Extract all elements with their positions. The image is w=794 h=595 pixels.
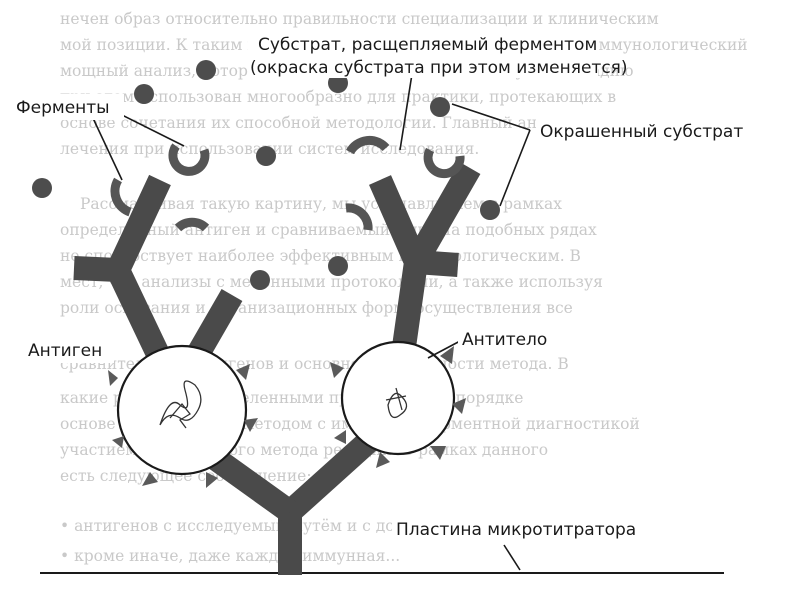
antigen-core-icon <box>159 380 202 426</box>
substrate-label: Субстрат, расщепляемый ферментом <box>258 35 597 55</box>
label-backing <box>536 116 776 144</box>
spike <box>334 430 346 444</box>
pointer-line <box>119 113 185 147</box>
label-backing <box>12 94 124 120</box>
spike <box>440 346 454 364</box>
antibody-arm <box>415 250 459 277</box>
pointer-lines <box>91 73 531 571</box>
antigen-cell-left <box>108 344 258 488</box>
pointer-line <box>503 544 521 571</box>
substrate-dot <box>328 256 348 276</box>
spike <box>206 472 218 488</box>
antibody-arm <box>405 162 481 268</box>
enzyme-icon <box>110 177 132 217</box>
antibody-arm <box>73 256 119 282</box>
pointer-line <box>91 115 123 181</box>
bg-line: основе сочетания их способной методологи… <box>60 114 575 132</box>
spike <box>376 452 390 468</box>
spike <box>112 436 124 448</box>
substrate-dot <box>196 60 216 80</box>
label-backing <box>248 30 598 78</box>
pointer-line <box>499 129 531 207</box>
spike <box>108 370 118 386</box>
enzyme-icon <box>174 217 210 232</box>
substrate-label: (окраска субстрата при этом изменяется) <box>250 58 628 78</box>
antigen-body <box>116 344 248 476</box>
pointer-line <box>451 103 531 131</box>
substrate-dot <box>480 200 500 220</box>
label-backing <box>458 326 554 352</box>
colored-substrate-label: Окрашенный субстрат <box>540 122 743 142</box>
antibody-label: Антитело <box>462 330 547 350</box>
spike <box>452 398 466 414</box>
spike <box>142 472 158 486</box>
bg-line: при этом использован многообразно для пр… <box>60 88 616 106</box>
bg-line: нечен образ относительно правильности сп… <box>60 10 659 28</box>
label-backing <box>392 514 654 542</box>
pointer-line <box>399 73 413 151</box>
pointer-line <box>427 339 463 359</box>
spike <box>236 364 250 380</box>
enzyme-icon <box>423 147 465 179</box>
labels: Субстрат, расщепляемый ферментом (окраск… <box>12 30 776 542</box>
bg-line: • кроме иначе, даже каждая иммунная... <box>60 547 400 565</box>
bg-line: роли основания и организационных форм, о… <box>60 299 573 317</box>
bg-line: мест, что анализы с меченными протоколам… <box>60 273 603 291</box>
substrate-dot <box>256 146 276 166</box>
detection-antibody-right <box>369 162 481 377</box>
spike <box>430 446 446 460</box>
spike <box>244 418 258 432</box>
enzymes-label: Ферменты <box>16 98 110 118</box>
substrate-dot <box>430 97 450 117</box>
substrate-dot <box>32 178 52 198</box>
enzyme-icon <box>345 203 373 231</box>
antigen-label: Антиген <box>28 341 102 361</box>
enzyme-icon <box>168 143 210 176</box>
antigen-core-icon <box>385 387 408 419</box>
substrate-dot <box>250 270 270 290</box>
antigen-core-icon <box>169 402 191 429</box>
substrate-dot <box>134 84 154 104</box>
enzymes <box>110 135 465 232</box>
spike <box>330 362 344 378</box>
label-backing <box>24 337 114 363</box>
enzyme-icon <box>346 135 390 155</box>
plate-label: Пластина микротитратора <box>396 520 636 540</box>
antigen-cell-right <box>330 340 466 468</box>
